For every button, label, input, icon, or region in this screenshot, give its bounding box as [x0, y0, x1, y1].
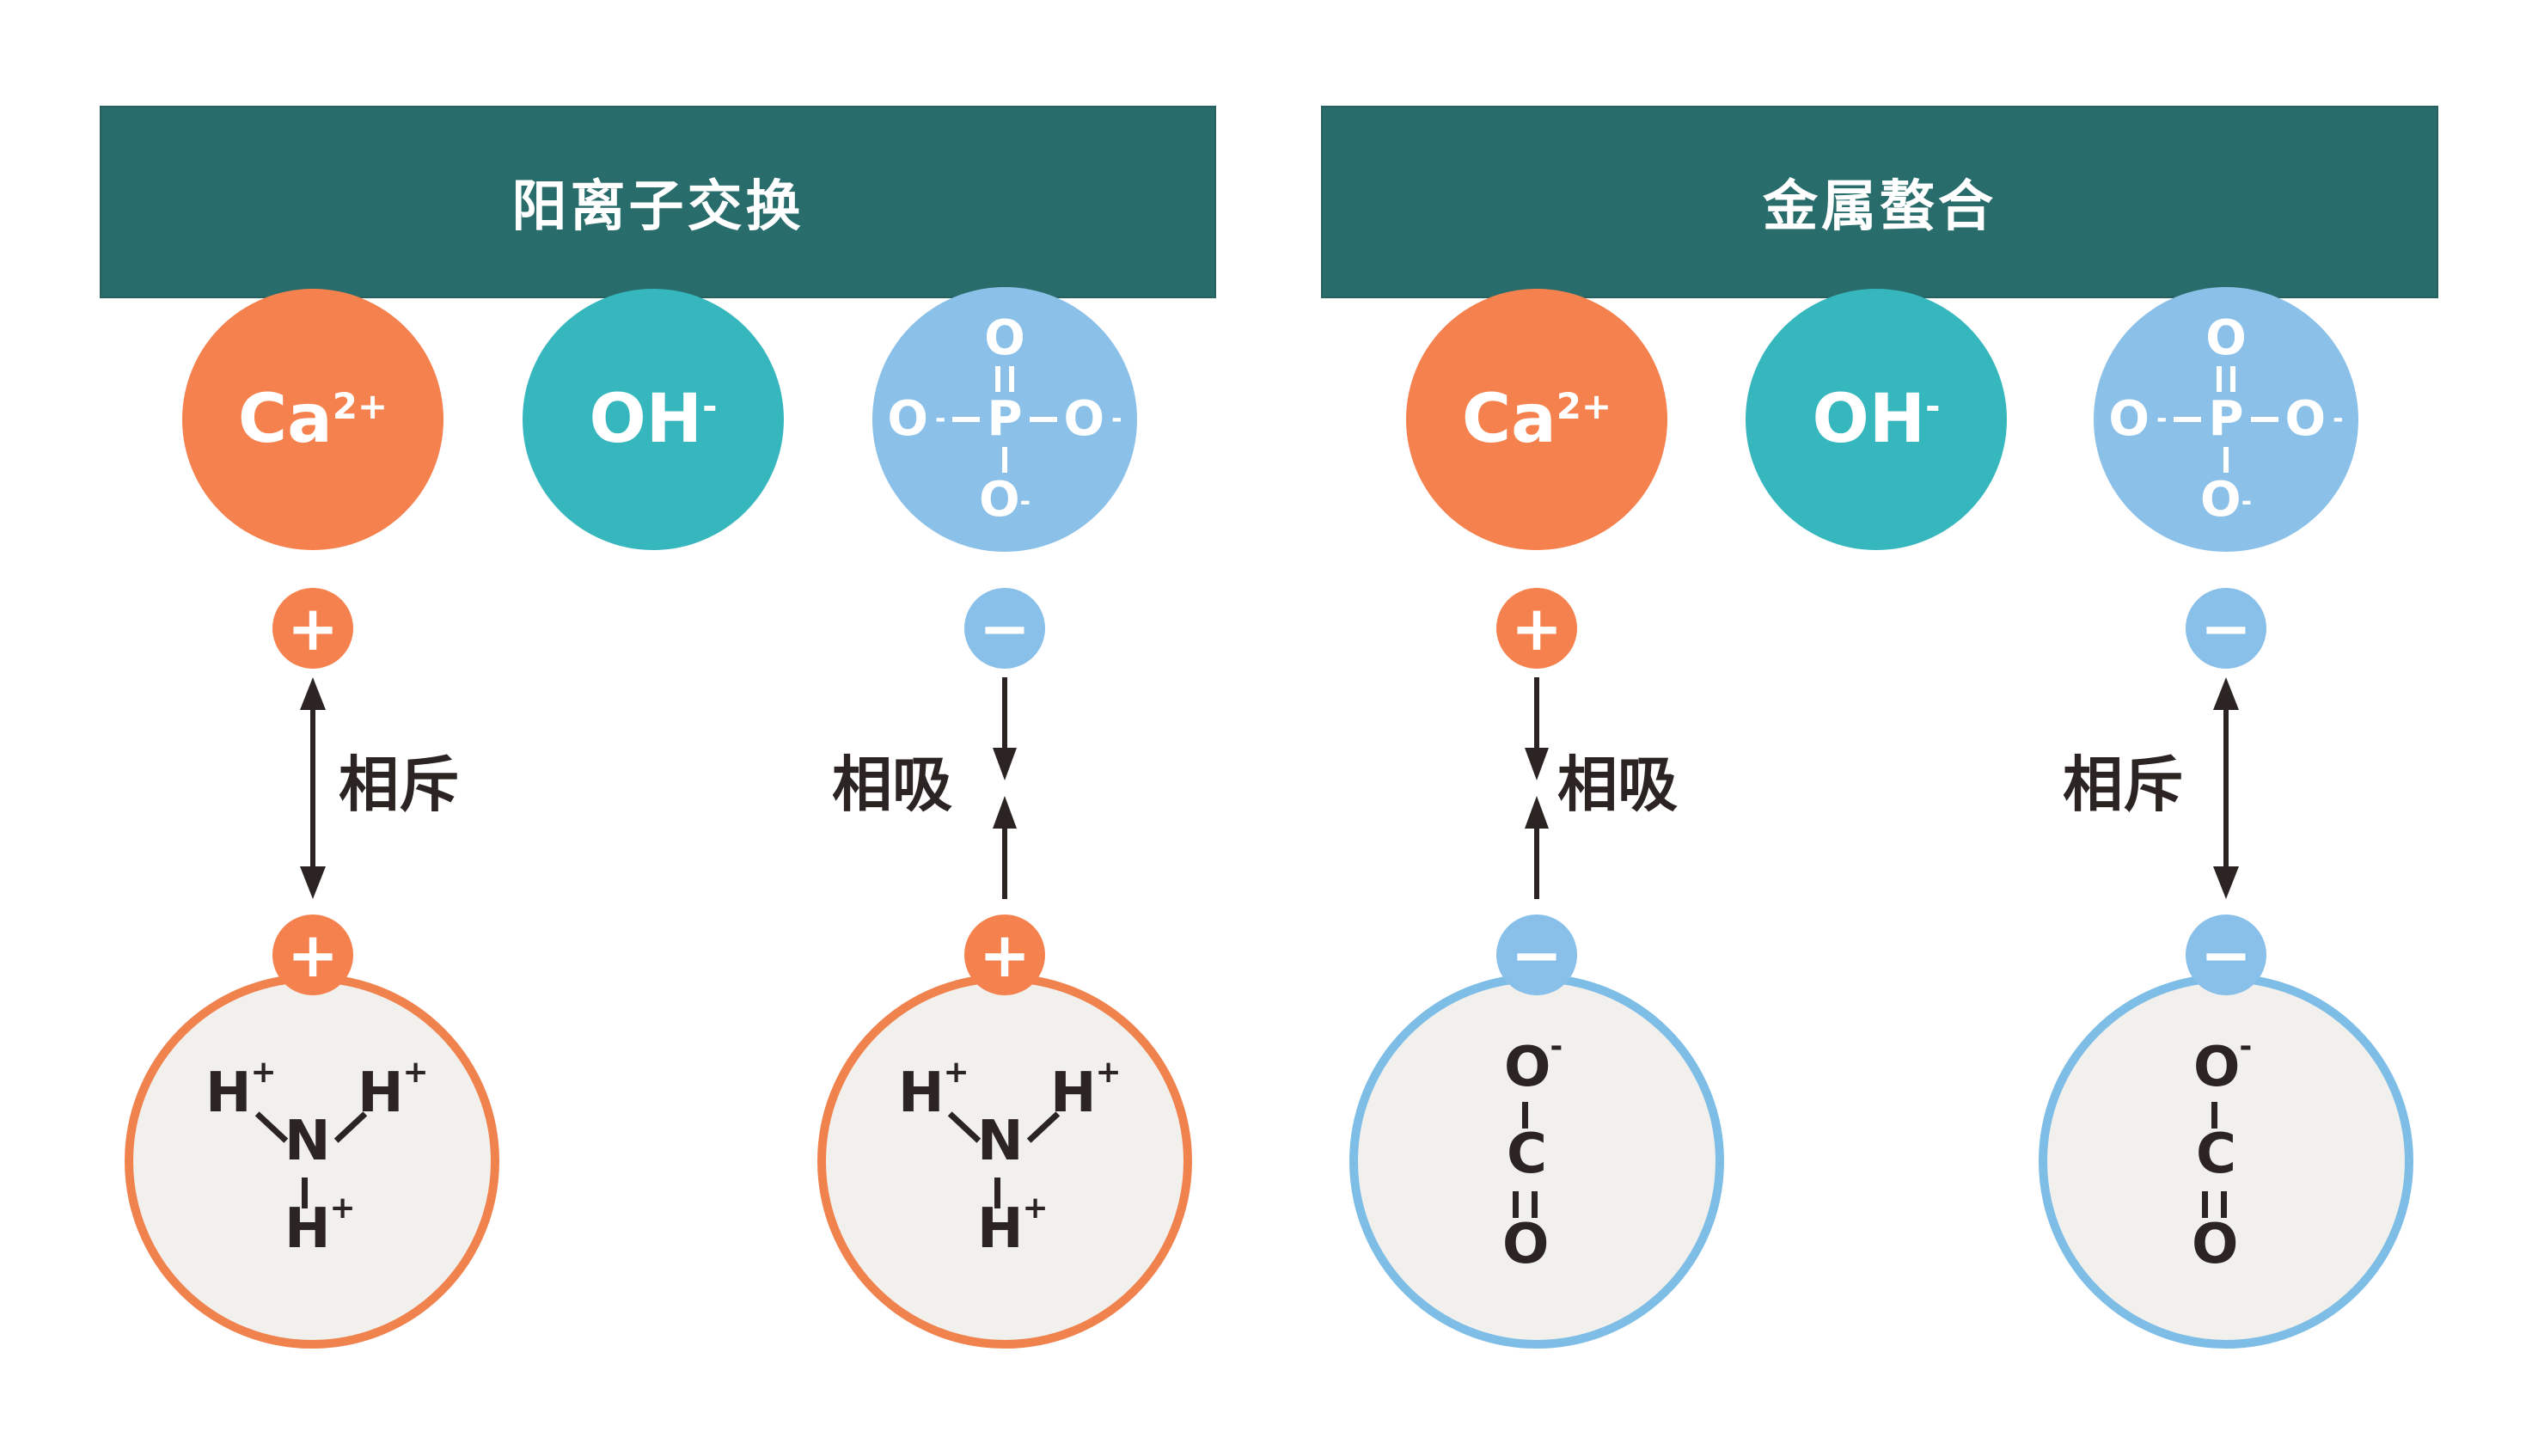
phosphate-right-oxygen: O: [2284, 391, 2327, 447]
relation-label-attract: 相吸: [832, 749, 952, 820]
repel-arrow-icon: [2213, 677, 2239, 899]
phosphate-structure: O O- P O- O-: [2108, 310, 2344, 528]
double-bond: [2221, 1191, 2227, 1218]
nitrogen-atom: N: [284, 1110, 331, 1173]
minus-sign-icon: −: [1496, 915, 1577, 995]
calcium-ion-circle: Ca2+: [1406, 289, 1667, 550]
oxygen-atom: O: [2192, 1213, 2239, 1276]
hydroxide-ion-circle: OH-: [1746, 289, 2007, 550]
carboxylate-molecule-circle: O- C O: [2039, 974, 2413, 1349]
double-bond: [1513, 1191, 1519, 1218]
hydrogen-atom: H+: [358, 1055, 429, 1125]
single-bond: [1026, 1111, 1061, 1143]
panel-title: 阳离子交换: [511, 175, 804, 239]
carboxylate-structure: O- C O: [1358, 982, 1715, 1340]
hydrogen-atom: H+: [1050, 1055, 1122, 1125]
plus-sign-icon: +: [964, 915, 1045, 995]
carboxylate-molecule-circle: O- C O: [1349, 974, 1724, 1349]
double-bond: [2202, 1191, 2208, 1218]
double-bond: [1532, 1191, 1538, 1218]
single-bond: [1001, 447, 1007, 473]
single-bond: [254, 1111, 289, 1143]
single-bond: [2250, 417, 2278, 422]
plus-sign-icon: +: [272, 588, 353, 669]
single-bond: [333, 1111, 368, 1143]
single-bond: [302, 1178, 308, 1208]
double-bond: [2216, 366, 2235, 392]
phosphate-top-oxygen: O: [984, 310, 1025, 366]
repel-arrow-icon: [300, 677, 326, 899]
calcium-ion-label: Ca2+: [1461, 381, 1612, 458]
attract-arrows-icon: [993, 677, 1017, 899]
ammonium-molecule-circle: H+ H+ N H+: [817, 974, 1192, 1349]
single-bond: [947, 1111, 982, 1143]
relation-label-repel: 相斥: [339, 749, 459, 820]
hydroxide-ion-label: OH-: [589, 381, 718, 458]
hydroxide-ion-circle: OH-: [523, 289, 784, 550]
hydroxide-ion-label: OH-: [1812, 381, 1941, 458]
plus-sign-icon: +: [1496, 588, 1577, 669]
double-bond: [994, 366, 1014, 392]
single-bond: [952, 417, 981, 422]
phosphate-bottom-oxygen: O: [2199, 472, 2241, 528]
phosphorus-atom: P: [987, 391, 1023, 447]
phosphate-top-oxygen: O: [2205, 310, 2247, 366]
panel-title: 金属螯合: [1763, 175, 1997, 239]
relation-label-attract: 相吸: [1557, 749, 1678, 820]
single-bond: [2211, 1102, 2217, 1129]
phosphate-ion-circle: O O- P O- O-: [2094, 287, 2358, 552]
phosphate-structure: O O- P O- O-: [887, 310, 1122, 528]
hydrogen-atom: H+: [977, 1190, 1049, 1261]
phosphate-ion-circle: O O- P O- O-: [872, 287, 1137, 552]
plus-sign-icon: +: [272, 915, 353, 995]
relation-label-repel: 相斥: [2063, 749, 2183, 820]
carboxylate-structure: O- C O: [2047, 982, 2405, 1340]
phosphate-right-oxygen: O: [1063, 391, 1105, 447]
hydrogen-atom: H+: [284, 1190, 356, 1261]
oxygen-atom: O-: [2193, 1029, 2253, 1099]
phosphate-left-oxygen: O: [2108, 391, 2150, 447]
phosphate-bottom-oxygen: O: [978, 472, 1020, 528]
panel-header-cation-exchange: 阳离子交换: [100, 106, 1216, 298]
single-bond: [2223, 447, 2229, 473]
ammonium-structure: H+ H+ N H+: [826, 982, 1183, 1340]
single-bond: [994, 1178, 1000, 1208]
single-bond: [2174, 417, 2202, 422]
carbon-atom: C: [1507, 1123, 1547, 1186]
ammonium-molecule-circle: H+ H+ N H+: [125, 974, 499, 1349]
nitrogen-atom: N: [977, 1110, 1024, 1173]
single-bond: [1029, 417, 1057, 422]
hydrogen-atom: H+: [205, 1055, 277, 1125]
oxygen-atom: O: [1502, 1213, 1550, 1276]
calcium-ion-label: Ca2+: [237, 381, 388, 458]
single-bond: [1522, 1102, 1528, 1129]
phosphate-left-oxygen: O: [887, 391, 929, 447]
ammonium-structure: H+ H+ N H+: [133, 982, 491, 1340]
hydrogen-atom: H+: [898, 1055, 969, 1125]
phosphorus-atom: P: [2208, 391, 2244, 447]
calcium-ion-circle: Ca2+: [182, 289, 443, 550]
attract-arrows-icon: [1525, 677, 1549, 899]
minus-sign-icon: −: [964, 588, 1045, 669]
minus-sign-icon: −: [2186, 588, 2266, 669]
panel-header-metal-chelation: 金属螯合: [1321, 106, 2438, 298]
carbon-atom: C: [2196, 1123, 2236, 1186]
minus-sign-icon: −: [2186, 915, 2266, 995]
oxygen-atom: O-: [1504, 1029, 1563, 1099]
